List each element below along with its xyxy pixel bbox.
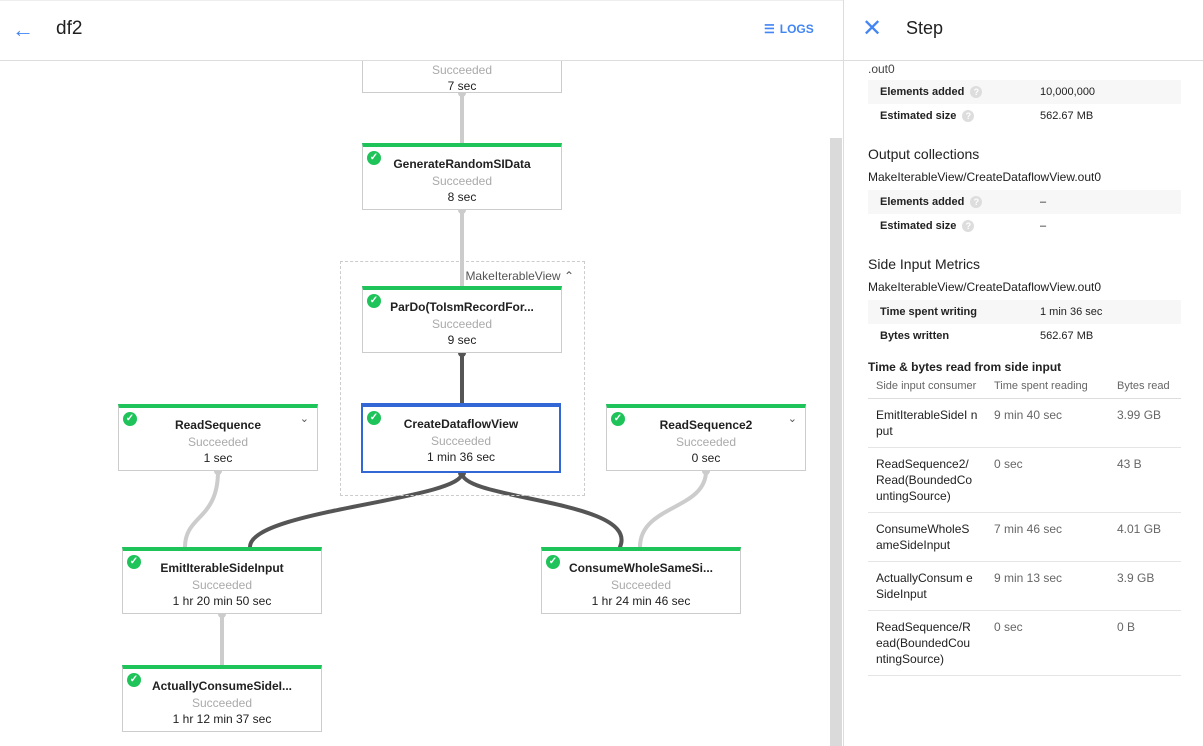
- consumer-cell: EmitIterableSideI nput: [868, 398, 986, 448]
- consumer-cell: ReadSequence/R ead(BoundedCou ntingSourc…: [868, 610, 986, 676]
- side-input-table: Side input consumer Time spent reading B…: [868, 378, 1181, 676]
- elements-added-row: Elements added?–: [868, 190, 1181, 214]
- graph-node[interactable]: ✓ ParDo(ToIsmRecordFor... Succeeded 9 se…: [362, 286, 562, 353]
- check-icon: ✓: [546, 555, 560, 569]
- output-collections-heading: Output collections: [868, 146, 980, 162]
- edge: [638, 469, 708, 549]
- panel-title: Step: [906, 18, 944, 38]
- check-icon: ✓: [123, 412, 137, 426]
- help-icon[interactable]: ?: [962, 220, 975, 232]
- bytes-cell: 4.01 GB: [1109, 512, 1181, 562]
- graph-node[interactable]: Succeeded 7 sec: [362, 61, 562, 93]
- graph-node[interactable]: ✓ ActuallyConsumeSideI... Succeeded 1 hr…: [122, 665, 322, 732]
- check-icon: ✓: [127, 673, 141, 687]
- help-icon[interactable]: ?: [970, 86, 983, 98]
- group-makeiterableview: MakeIterableView ⌃: [340, 261, 585, 496]
- check-icon: ✓: [367, 151, 381, 165]
- bytes-cell: 0 B: [1109, 610, 1181, 676]
- consumer-cell: ConsumeWholeS ameSideInput: [868, 512, 986, 562]
- elements-added-row: Elements added?10,000,000: [868, 80, 1181, 104]
- time-cell: 0 sec: [986, 610, 1109, 676]
- check-icon: ✓: [127, 555, 141, 569]
- graph-node[interactable]: ✓ ConsumeWholeSameSi... Succeeded 1 hr 2…: [541, 547, 741, 614]
- help-icon[interactable]: ?: [962, 110, 975, 122]
- graph-node-selected[interactable]: ✓ CreateDataflowView Succeeded 1 min 36 …: [361, 403, 561, 473]
- logs-button[interactable]: ☰LOGS: [764, 22, 814, 36]
- check-icon: ✓: [367, 411, 381, 425]
- graph-canvas[interactable]: MakeIterableView ⌃ Succeeded 7 sec ✓ Gen…: [0, 61, 843, 746]
- column-header: Bytes read: [1109, 378, 1181, 399]
- job-title: df2: [56, 18, 83, 39]
- group-label[interactable]: MakeIterableView ⌃: [465, 269, 574, 283]
- estimated-size-row: Estimated size?562.67 MB: [880, 110, 1094, 122]
- collection-name-tail: .out0: [868, 62, 895, 76]
- time-cell: 9 min 40 sec: [986, 398, 1109, 448]
- help-icon[interactable]: ?: [970, 196, 983, 208]
- side-input-table-title: Time & bytes read from side input: [868, 360, 1062, 374]
- edge: [248, 471, 464, 549]
- bytes-cell: 43 B: [1109, 447, 1181, 513]
- back-arrow-icon[interactable]: ←: [12, 17, 34, 42]
- close-icon[interactable]: ✕: [862, 15, 883, 42]
- time-cell: 7 min 46 sec: [986, 512, 1109, 562]
- chevron-down-icon[interactable]: ⌄: [787, 413, 797, 425]
- graph-node[interactable]: ✓ GenerateRandomSIData Succeeded 8 sec: [362, 143, 562, 210]
- scrollbar[interactable]: [830, 138, 842, 746]
- edge: [460, 471, 624, 549]
- graph-node[interactable]: ✓ ⌄ ReadSequence Succeeded 1 sec: [118, 404, 318, 471]
- graph-node[interactable]: ✓ ⌄ ReadSequence2 Succeeded 0 sec: [606, 404, 806, 471]
- edge: [183, 469, 220, 549]
- list-icon: ☰: [764, 22, 775, 36]
- consumer-cell: ReadSequence2/ Read(BoundedCo untingSour…: [868, 447, 986, 513]
- header: ← df2 ☰LOGS: [0, 0, 843, 61]
- column-header: Time spent reading: [986, 378, 1109, 399]
- column-header: Side input consumer: [868, 378, 986, 399]
- side-input-heading: Side Input Metrics: [868, 256, 981, 272]
- panel-header: ✕ Step: [844, 0, 1203, 61]
- table-row: ReadSequence2/ Read(BoundedCo untingSour…: [868, 447, 1181, 513]
- consumer-cell: ActuallyConsum eSideInput: [868, 561, 986, 611]
- bytes-cell: 3.99 GB: [1109, 398, 1181, 448]
- bytes-cell: 3.9 GB: [1109, 561, 1181, 611]
- check-icon: ✓: [367, 294, 381, 308]
- table-row: ReadSequence/R ead(BoundedCou ntingSourc…: [868, 610, 1181, 676]
- check-icon: ✓: [611, 412, 625, 426]
- estimated-size-row: Estimated size?–: [880, 220, 1047, 232]
- graph-node[interactable]: ✓ EmitIterableSideInput Succeeded 1 hr 2…: [122, 547, 322, 614]
- step-panel: ✕ Step .out0 Elements added?10,000,000 E…: [843, 0, 1203, 746]
- step-details: .out0 Elements added?10,000,000 Estimate…: [868, 62, 1181, 676]
- time-cell: 9 min 13 sec: [986, 561, 1109, 611]
- chevron-down-icon[interactable]: ⌄: [299, 413, 309, 425]
- time-cell: 0 sec: [986, 447, 1109, 513]
